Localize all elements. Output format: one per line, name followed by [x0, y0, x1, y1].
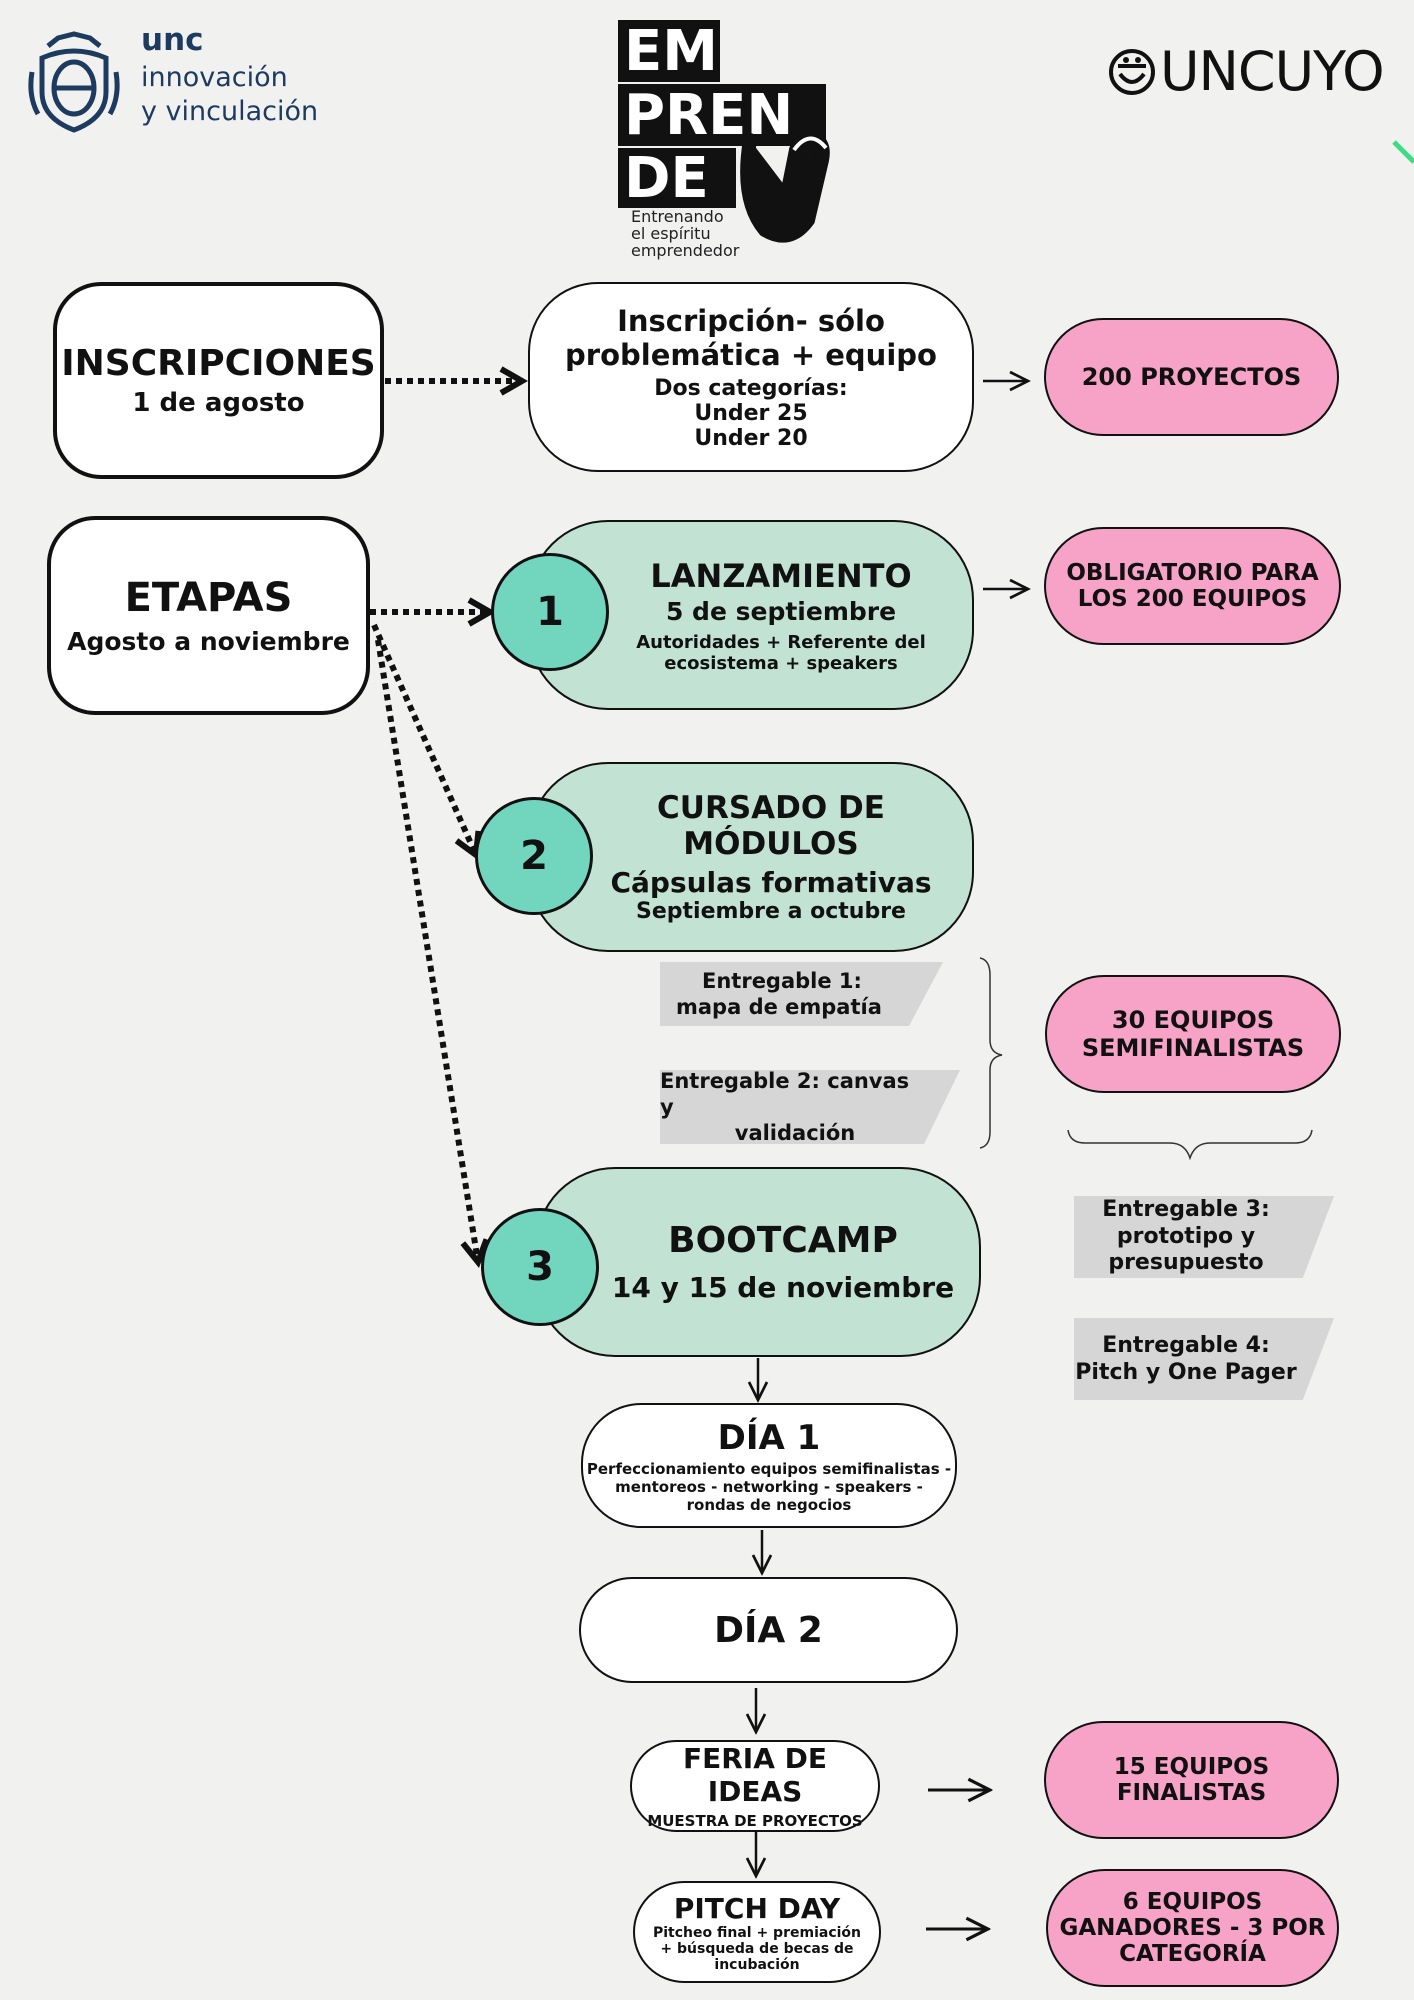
dia1-line3: rondas de negocios [686, 1495, 852, 1514]
etapas-title: ETAPAS [124, 575, 293, 621]
result-200-proyectos: 200 PROYECTOS [1044, 318, 1339, 436]
result-ganadores: 6 EQUIPOS GANADORES - 3 POR CATEGORÍA [1046, 1869, 1339, 1987]
detail-line5: Under 20 [694, 425, 808, 451]
unc-line1: innovación [141, 62, 288, 93]
stage1-desc1: Autoridades + Referente del [636, 631, 926, 653]
uncuyo-logo: UNCUYO [1108, 40, 1398, 110]
entregable-1-line2: mapa de empatía [676, 995, 882, 1019]
feria-title: FERIA DE IDEAS [682, 1742, 828, 1808]
detail-line3: Dos categorías: [654, 375, 848, 401]
inscripciones-date: 1 de agosto [132, 388, 305, 418]
stage1-title: LANZAMIENTO [650, 556, 912, 595]
result-finalistas: 15 EQUIPOS FINALISTAS [1044, 1721, 1339, 1839]
entregable-3-line2: prototipo y [1116, 1223, 1256, 1249]
feria-box: FERIA DE IDEAS MUESTRA DE PROYECTOS [630, 1740, 880, 1832]
feria-subtitle: MUESTRA DE PROYECTOS [647, 1812, 863, 1830]
dia1-line2: mentoreos - networking - speakers - [615, 1477, 923, 1496]
result-200-text: 200 PROYECTOS [1081, 363, 1302, 391]
uncuyo-emblem-icon [1109, 49, 1155, 95]
dotted-arrow-stage2 [371, 623, 482, 861]
entregable-1-line1: Entregable 1: [702, 968, 862, 993]
ganadores-line3: CATEGORÍA [1119, 1941, 1266, 1967]
stage2-title2: MÓDULOS [683, 826, 859, 862]
emprende-logo: EM PREN DE Entrenando el espíritu empren… [618, 16, 838, 266]
etapas-box: ETAPAS Agosto a noviembre [47, 516, 370, 715]
university-shield-icon [28, 31, 120, 133]
emprende-line3: DE [624, 146, 709, 211]
dia1-line1: Perfeccionamiento equipos semifinalistas… [586, 1459, 952, 1478]
unc-logo: unc innovación y vinculación [28, 22, 328, 142]
obligatorio-line1: OBLIGATORIO PARA [1066, 560, 1319, 586]
stage1-box: LANZAMIENTO 5 de septiembre Autoridades … [528, 520, 974, 710]
entregable-1: Entregable 1: mapa de empatía [660, 962, 943, 1026]
uncuyo-text: UNCUYO [1160, 40, 1385, 103]
emprende-line2: PREN [624, 83, 794, 148]
pitch-title: PITCH DAY [673, 1891, 841, 1925]
obligatorio-line2: LOS 200 EQUIPOS [1077, 586, 1308, 612]
entregable-2-line1: Entregable 2: canvas y [660, 1068, 910, 1119]
stage2-number-circle: 2 [475, 797, 593, 915]
brace-horizontal [1067, 1129, 1313, 1161]
stage2-title1: CURSADO DE [657, 790, 885, 826]
stage1-number-circle: 1 [491, 553, 609, 671]
result-semifinalistas: 30 EQUIPOS SEMIFINALISTAS [1045, 975, 1341, 1093]
entregable-2: Entregable 2: canvas y validación [660, 1070, 960, 1144]
stage3-title: BOOTCAMP [668, 1220, 898, 1261]
stage2-box: CURSADO DE MÓDULOS Cápsulas formativas S… [528, 762, 974, 952]
thumbs-up-hand-icon [740, 130, 830, 243]
stage3-date: 14 y 15 de noviembre [611, 1271, 955, 1304]
unc-line2: y vinculación [141, 96, 319, 127]
pitch-line3: incubación [714, 1956, 800, 1973]
semifinal-line1: 30 EQUIPOS [1111, 1006, 1275, 1034]
ganadores-line1: 6 EQUIPOS [1122, 1889, 1263, 1915]
ganadores-line2: GANADORES - 3 POR [1059, 1915, 1326, 1941]
semifinal-line2: SEMIFINALISTAS [1081, 1034, 1305, 1062]
entregable-3: Entregable 3: prototipo y presupuesto [1074, 1196, 1334, 1278]
pitch-line1: Pitcheo final + premiación [652, 1924, 861, 1941]
pitch-box: PITCH DAY Pitcheo final + premiación + b… [633, 1881, 881, 1983]
finalistas-text: 15 EQUIPOS FINALISTAS [1113, 1754, 1270, 1806]
entregable-2-line2: validación [734, 1121, 856, 1146]
entregable-4-line2: Pitch y One Pager [1075, 1360, 1297, 1385]
stage2-subtitle: Cápsulas formativas [610, 866, 932, 899]
stage3-box: BOOTCAMP 14 y 15 de noviembre [535, 1167, 981, 1357]
stage1-date: 5 de septiembre [665, 596, 897, 626]
entregable-4-line1: Entregable 4: [1102, 1332, 1270, 1358]
inscripciones-box: INSCRIPCIONES 1 de agosto [53, 282, 384, 479]
detail-line1: Inscripción- sólo [617, 303, 885, 338]
dia1-box: DÍA 1 Perfeccionamiento equipos semifina… [581, 1403, 957, 1528]
result-obligatorio: OBLIGATORIO PARA LOS 200 EQUIPOS [1044, 527, 1341, 645]
pitch-line2: + búsqueda de becas de [660, 1940, 854, 1957]
emprende-line1: EM [624, 19, 718, 84]
dotted-arrow-stage3 [375, 639, 490, 1268]
emprende-badge: EM PREN DE [618, 16, 830, 243]
stage3-number-circle: 3 [481, 1208, 599, 1326]
entregable-4: Entregable 4: Pitch y One Pager [1074, 1318, 1334, 1400]
entregable-3-line1: Entregable 3: [1102, 1196, 1270, 1222]
dia1-title: DÍA 1 [717, 1417, 821, 1458]
detail-line2: problemática + equipo [565, 337, 937, 372]
etapas-subtitle: Agosto a noviembre [67, 627, 350, 656]
brace-vertical [979, 957, 1003, 1149]
entregable-3-line3: presupuesto [1108, 1250, 1264, 1276]
emprende-tagline: Entrenando el espíritu emprendedor [631, 207, 740, 260]
unc-short: unc [141, 22, 204, 58]
inscripcion-detail-box: Inscripción- sólo problemática + equipo … [528, 282, 974, 472]
decorative-green-stroke [1392, 140, 1414, 164]
stage1-desc2: ecosistema + speakers [664, 652, 898, 674]
inscripciones-title: INSCRIPCIONES [61, 343, 376, 384]
stage2-date: Septiembre a octubre [636, 899, 906, 924]
dia2-box: DÍA 2 [579, 1577, 958, 1683]
detail-line4: Under 25 [694, 400, 808, 426]
dia2-title: DÍA 2 [714, 1609, 823, 1651]
